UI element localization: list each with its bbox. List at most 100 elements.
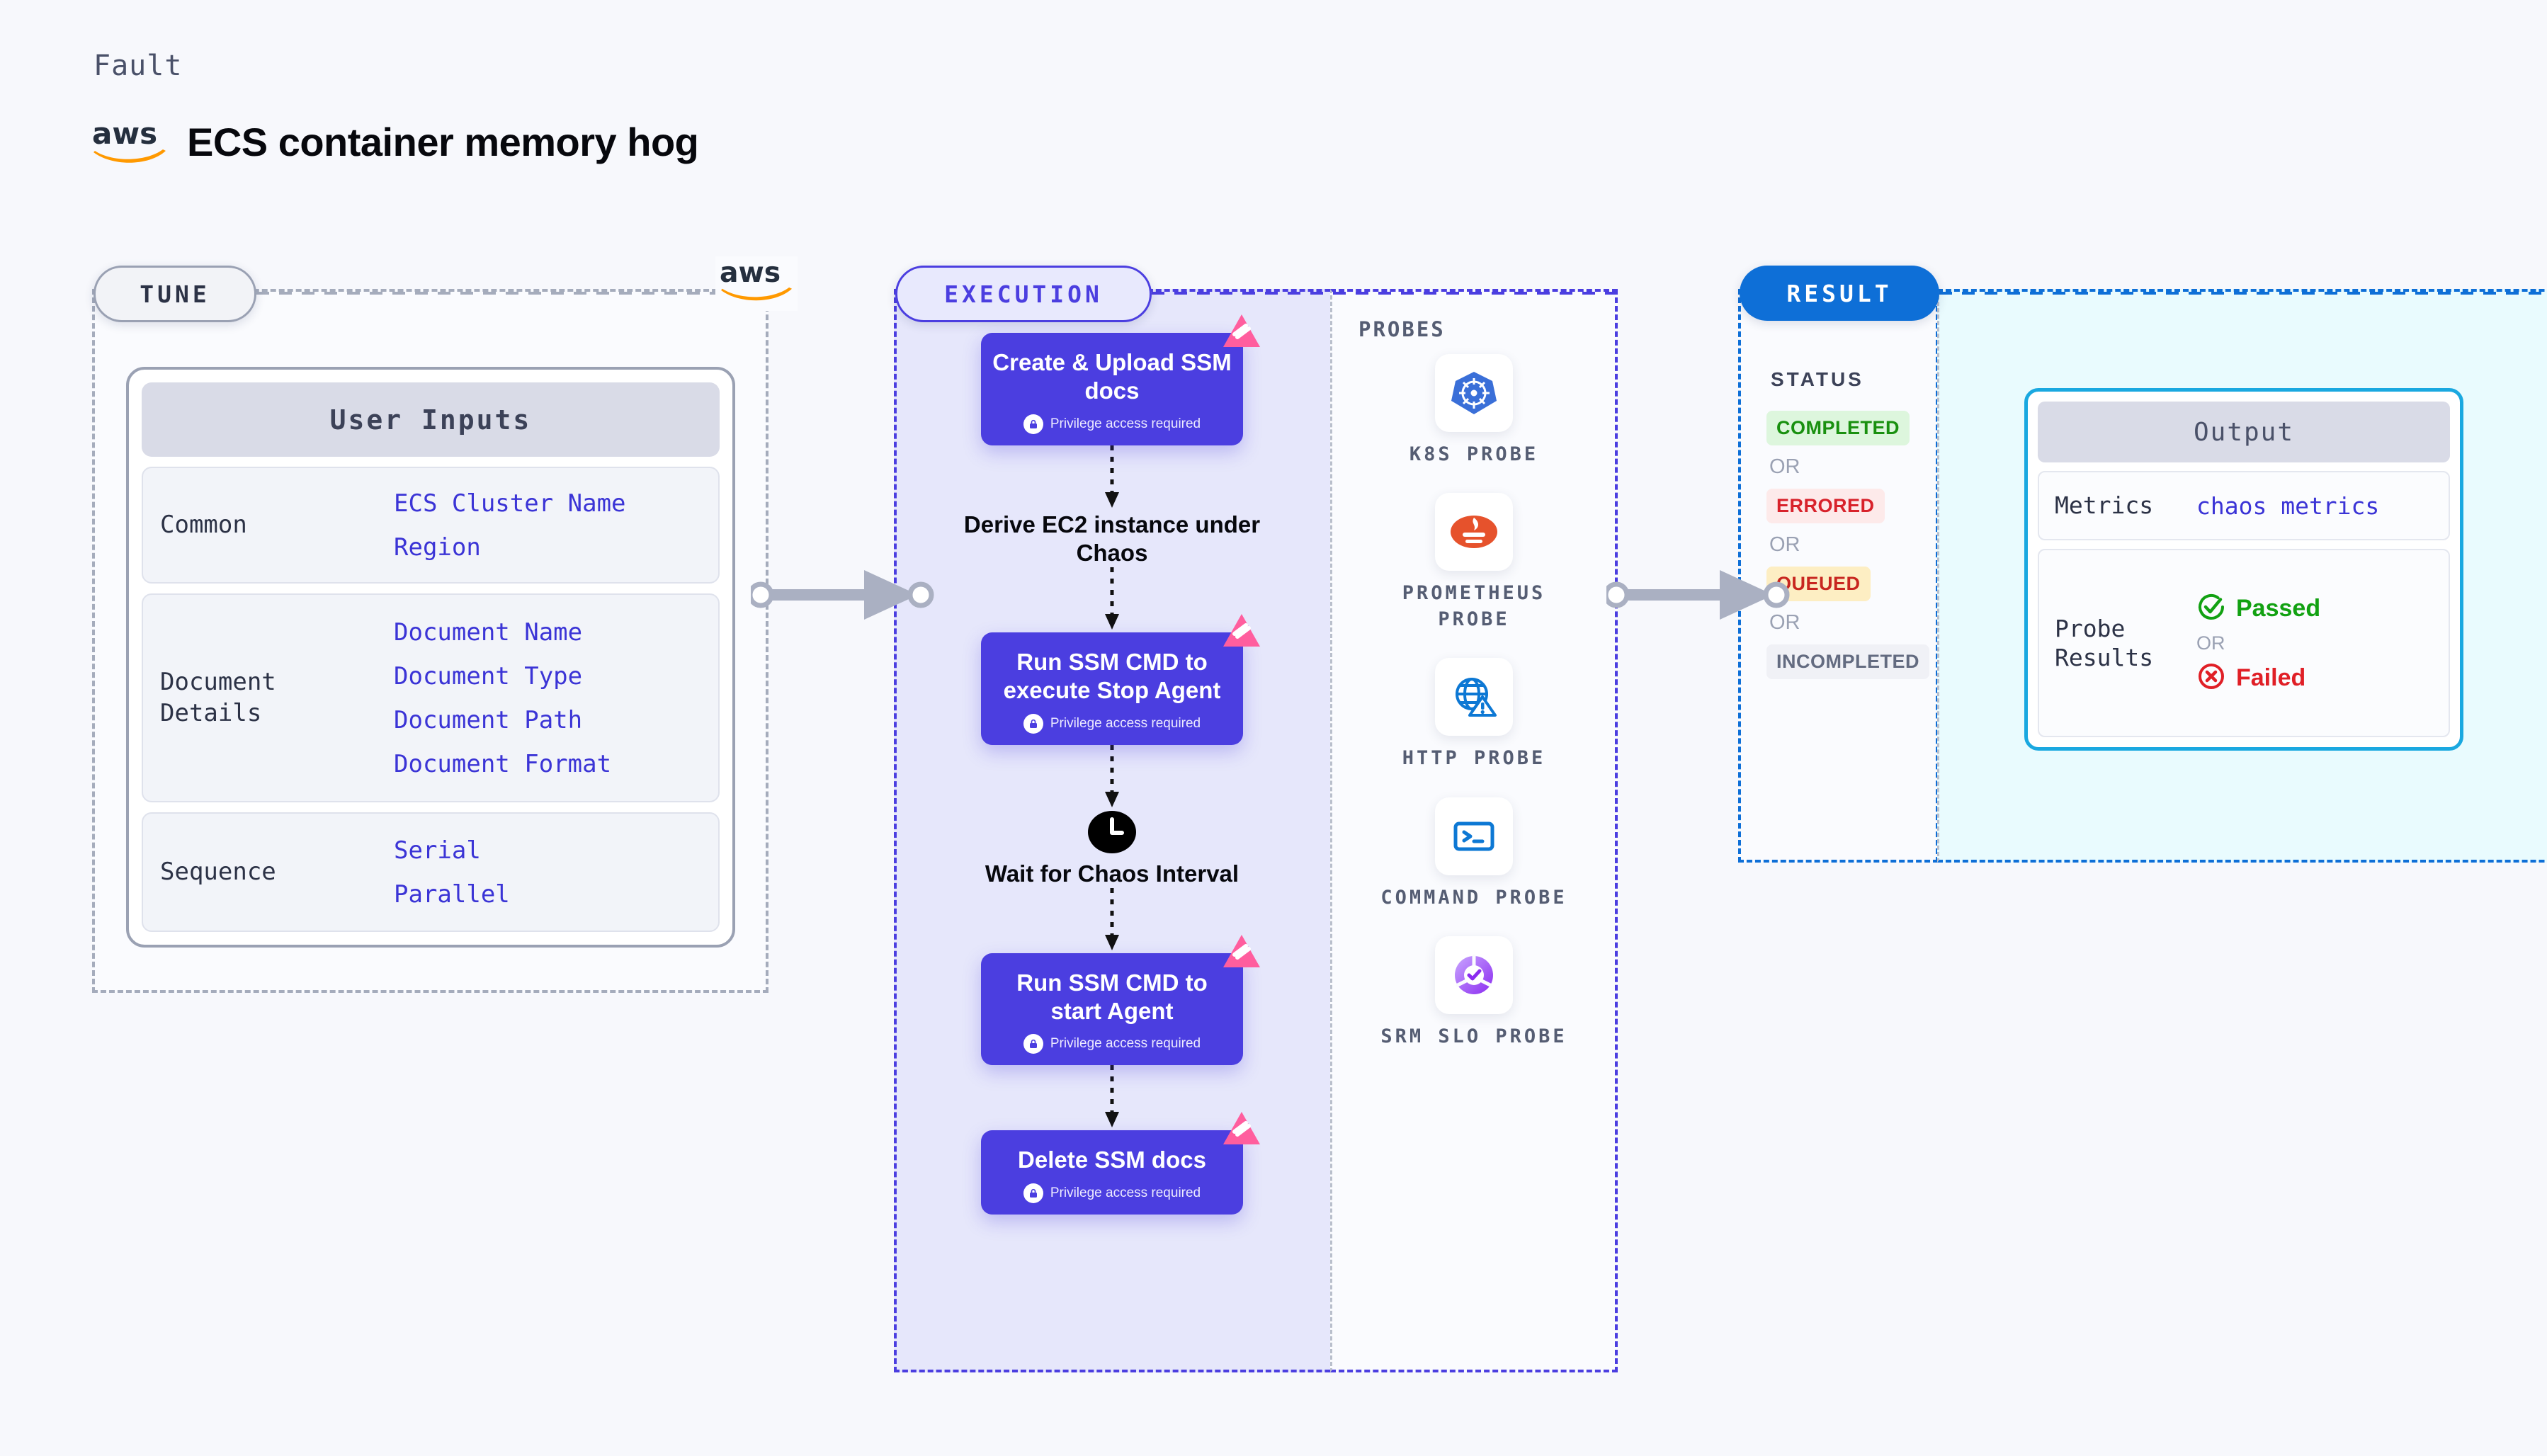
flow-step-derive-ec2-instance: Derive EC2 instance under Chaos — [963, 511, 1261, 566]
clock-icon — [956, 810, 1268, 854]
status-badge-errored: ERRORED — [1766, 489, 1885, 523]
status-badge-queued: QUEUED — [1766, 567, 1871, 601]
probe-item-command[interactable]: COMMAND PROBE — [1368, 797, 1580, 911]
privilege-badge: Privilege access required — [992, 1034, 1232, 1054]
harness-chaos-icon — [1222, 932, 1261, 975]
privilege-label: Privilege access required — [1050, 416, 1201, 431]
flow-step-run-ssm-cmd-start-agent[interactable]: Run SSM CMD to start Agent Privilege acc… — [981, 934, 1260, 1066]
tune-to-execution-arrow — [751, 570, 934, 620]
privilege-badge: Privilege access required — [992, 1183, 1232, 1203]
flow-connector-arrow — [956, 744, 1268, 810]
input-value[interactable]: Document Name — [394, 618, 583, 647]
output-row-metrics: Metrics chaos metrics — [2038, 471, 2450, 540]
flow-connector-arrow — [956, 567, 1268, 632]
input-value[interactable]: ECS Cluster Name — [394, 489, 626, 518]
terminal-icon — [1435, 797, 1513, 875]
probe-label: SRM SLO PROBE — [1380, 1025, 1567, 1048]
probe-failed-label: Failed — [2236, 664, 2306, 691]
status-list: COMPLETED OR ERRORED OR QUEUED OR INCOMP… — [1766, 411, 1936, 679]
svg-text:aws: aws — [720, 259, 781, 289]
status-title: STATUS — [1771, 368, 1864, 390]
probes-list: K8S PROBE PROMETHEUS PROBE — [1351, 354, 1596, 1050]
probe-item-http[interactable]: HTTP PROBE — [1368, 658, 1580, 771]
page-title: ECS container memory hog — [187, 120, 699, 164]
output-row-probe-results: Probe Results Passed OR — [2038, 549, 2450, 737]
lock-icon — [1023, 1183, 1043, 1203]
flow-connector-arrow — [956, 445, 1268, 511]
flow-connector-arrow — [956, 1065, 1268, 1130]
execution-stage-pill[interactable]: EXECUTION — [895, 266, 1152, 322]
input-group-label: Document Details — [160, 668, 276, 727]
probe-label: HTTP PROBE — [1402, 747, 1546, 770]
kubernetes-icon — [1435, 354, 1513, 432]
probe-item-k8s[interactable]: K8S PROBE — [1368, 354, 1580, 467]
input-value[interactable]: Parallel — [394, 880, 510, 909]
status-or-label: OR — [1769, 455, 1800, 478]
privilege-label: Privilege access required — [1050, 1036, 1201, 1052]
input-value[interactable]: Serial — [394, 836, 481, 865]
flow-step-title: Run SSM CMD to execute Stop Agent — [1003, 649, 1221, 704]
input-group-label: Sequence — [160, 857, 276, 886]
flow-step-delete-ssm-docs[interactable]: Delete SSM docs Privilege access require… — [981, 1112, 1260, 1215]
http-globe-warning-icon — [1435, 658, 1513, 736]
result-stage-pill[interactable]: RESULT — [1740, 266, 1939, 321]
harness-chaos-icon — [1222, 611, 1261, 654]
fault-title-row: aws ECS container memory hog — [92, 119, 699, 165]
fault-kicker-label: Fault — [93, 50, 183, 82]
probe-label: COMMAND PROBE — [1380, 886, 1567, 909]
check-circle-icon — [2196, 592, 2226, 625]
status-badge-completed: COMPLETED — [1766, 411, 1910, 445]
privilege-label: Privilege access required — [1050, 1185, 1201, 1200]
execution-flow: Create & Upload SSM docs Privilege acces… — [956, 314, 1268, 1215]
aws-logo-icon: aws — [715, 256, 798, 311]
flow-step-create-upload-ssm-docs[interactable]: Create & Upload SSM docs Privilege acces… — [981, 314, 1260, 445]
status-badge-incompleted: INCOMPLETED — [1766, 644, 1930, 679]
lock-icon — [1023, 713, 1043, 734]
flow-step-title: Create & Upload SSM docs — [992, 349, 1232, 404]
input-group-common: Common ECS Cluster Name Region — [142, 467, 720, 584]
user-inputs-card: User Inputs Common ECS Cluster Name Regi… — [126, 367, 735, 948]
privilege-badge: Privilege access required — [992, 713, 1232, 734]
probe-item-srm-slo[interactable]: SRM SLO PROBE — [1368, 936, 1580, 1050]
aws-logo-icon: aws — [92, 120, 167, 165]
lock-icon — [1023, 414, 1043, 434]
prometheus-icon — [1435, 493, 1513, 571]
tune-stage-pill[interactable]: TUNE — [93, 266, 256, 322]
output-metrics-key: Metrics — [2055, 491, 2154, 520]
flow-step-title: Wait for Chaos Interval — [985, 860, 1240, 887]
output-card: Output Metrics chaos metrics Probe Resul… — [2024, 388, 2463, 751]
privilege-badge: Privilege access required — [992, 414, 1232, 434]
output-metrics-value[interactable]: chaos metrics — [2196, 491, 2380, 520]
input-value[interactable]: Document Path — [394, 705, 583, 734]
probe-or-label: OR — [2196, 632, 2225, 654]
probes-title: PROBES — [1358, 317, 1446, 341]
probe-result-failed: Failed — [2196, 661, 2320, 695]
output-card-title: Output — [2038, 402, 2450, 462]
probe-result-passed: Passed — [2196, 592, 2320, 625]
harness-chaos-icon — [1222, 312, 1261, 355]
privilege-label: Privilege access required — [1050, 715, 1201, 731]
status-or-label: OR — [1769, 611, 1800, 634]
input-group-label: Common — [160, 510, 247, 539]
probe-passed-label: Passed — [2236, 594, 2321, 622]
input-value[interactable]: Document Type — [394, 661, 583, 690]
input-group-document-details: Document Details Document Name Document … — [142, 593, 720, 803]
execution-to-result-arrow — [1606, 570, 1790, 620]
probe-label: PROMETHEUS PROBE — [1402, 582, 1546, 630]
flow-step-title: Delete SSM docs — [1018, 1147, 1206, 1173]
input-value[interactable]: Document Format — [394, 749, 612, 778]
lock-icon — [1023, 1034, 1043, 1054]
flow-step-wait-for-chaos-interval: Wait for Chaos Interval — [956, 810, 1268, 888]
x-circle-icon — [2196, 661, 2226, 695]
probe-label: K8S PROBE — [1409, 443, 1539, 465]
svg-text:aws: aws — [92, 120, 157, 151]
probe-item-prometheus[interactable]: PROMETHEUS PROBE — [1368, 493, 1580, 632]
flow-connector-arrow — [956, 887, 1268, 953]
flow-step-run-ssm-cmd-stop-agent[interactable]: Run SSM CMD to execute Stop Agent Privil… — [981, 614, 1260, 745]
user-inputs-title: User Inputs — [142, 382, 720, 457]
input-group-sequence: Sequence Serial Parallel — [142, 812, 720, 933]
flow-step-title: Run SSM CMD to start Agent — [1016, 969, 1208, 1024]
input-value[interactable]: Region — [394, 533, 481, 562]
harness-chaos-icon — [1222, 1109, 1261, 1152]
status-or-label: OR — [1769, 533, 1800, 556]
